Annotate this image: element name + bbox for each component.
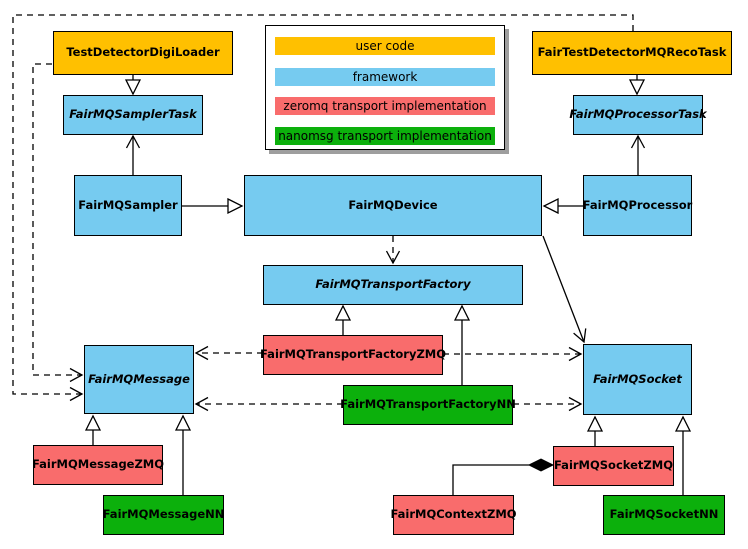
node-fairmq-transport-factory-nn: FairMQTransportFactoryNN [340, 385, 516, 425]
node-fairmq-processor: FairMQProcessor [583, 175, 692, 236]
legend-item-nanomsg: nanomsg transport implementation [275, 127, 495, 145]
node-fairmq-socket: FairMQSocket [583, 344, 692, 415]
node-fairmq-sampler-task: FairMQSamplerTask [63, 95, 203, 135]
legend-item-framework: framework [275, 68, 495, 86]
composition-edge [452, 458, 555, 495]
association-edges [125, 134, 646, 344]
node-fairmq-transport-factory-zmq: FairMQTransportFactoryZMQ [260, 335, 446, 375]
node-fairmq-context-zmq: FairMQContextZMQ [390, 495, 517, 535]
node-fairmq-transport-factory: FairMQTransportFactory [263, 265, 523, 305]
node-fairmq-sampler: FairMQSampler [74, 175, 182, 236]
node-fairmq-socket-nn: FairMQSocketNN [603, 495, 725, 535]
legend-item-zeromq: zeromq transport implementation [275, 97, 495, 115]
legend-box: user code framework zeromq transport imp… [265, 25, 505, 150]
node-fairmq-socket-zmq: FairMQSocketZMQ [553, 446, 674, 486]
node-fairmq-device: FairMQDevice [244, 175, 542, 236]
legend-item-user-code: user code [275, 37, 495, 55]
node-fairmq-processor-task: FairMQProcessorTask [569, 95, 707, 135]
node-test-detector-digi-loader: TestDetectorDigiLoader [53, 31, 233, 75]
node-fairmq-message-nn: FairMQMessageNN [103, 495, 224, 535]
node-fair-test-detector-mq-reco-task: FairTestDetectorMQRecoTask [532, 31, 732, 75]
inheritance-edges [93, 75, 683, 495]
node-fairmq-message-zmq: FairMQMessageZMQ [32, 445, 164, 485]
node-fairmq-message: FairMQMessage [84, 345, 194, 414]
dependency-edges [12, 14, 634, 412]
